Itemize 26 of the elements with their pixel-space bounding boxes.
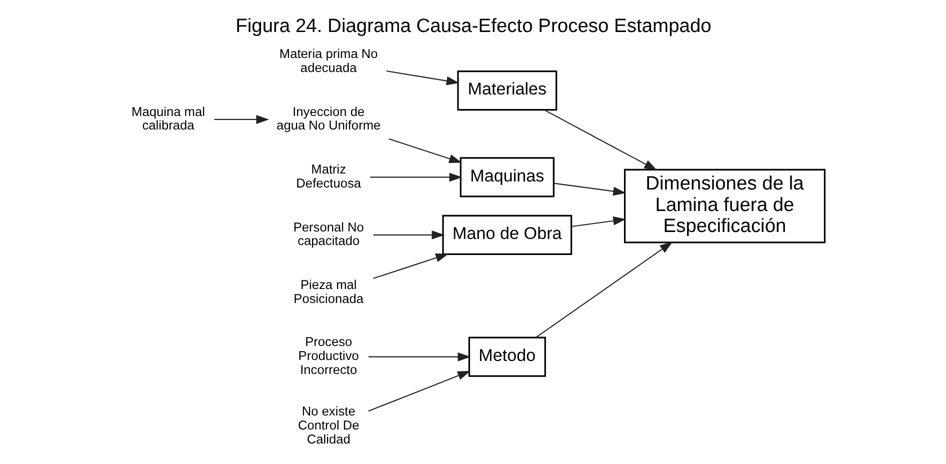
- arrow: [570, 216, 626, 227]
- node-box: Metodo: [468, 336, 546, 377]
- diagram-title: Figura 24. Diagrama Causa-Efecto Proceso Estampado: [235, 16, 711, 38]
- node-text: Personal No capacitado: [292, 219, 364, 248]
- arrow: [535, 242, 672, 338]
- arrow: [544, 109, 657, 170]
- node-text: No existe Control De Calidad: [297, 404, 359, 447]
- node-text: Proceso Productivo Incorrecto: [298, 334, 358, 378]
- arrow: [368, 352, 470, 362]
- arrow: [372, 230, 444, 240]
- arrow: [214, 114, 269, 124]
- node-box: Dimensiones de la Lamina fuera de Especificación: [623, 168, 826, 244]
- arrow: [388, 138, 462, 164]
- node-text: Materia prima No adecuada: [278, 46, 378, 75]
- node-box: Mano de Obra: [442, 214, 572, 255]
- node-text: Maquina mal calibrada: [131, 104, 204, 133]
- node-text: Matriz Defectuosa: [296, 162, 361, 190]
- node-text: Inyeccion de agua No Uniforme: [276, 104, 380, 133]
- arrow: [386, 70, 459, 86]
- node-box: Maquinas: [459, 157, 554, 198]
- node-box: Materiales: [456, 70, 557, 111]
- node-text: Pieza mal Posicionada: [293, 277, 364, 306]
- arrow: [553, 182, 626, 196]
- arrow: [368, 370, 470, 412]
- arrow: [370, 172, 462, 182]
- arrow: [372, 254, 448, 279]
